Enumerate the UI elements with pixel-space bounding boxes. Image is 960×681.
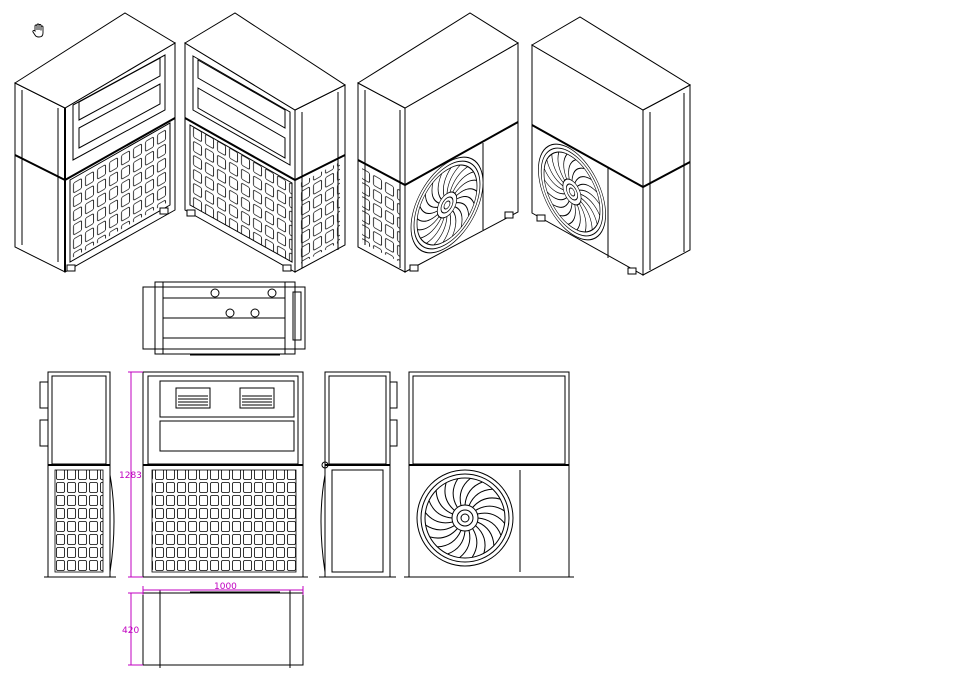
fan-blade bbox=[552, 200, 570, 208]
fan-blade bbox=[477, 521, 495, 546]
fan-blade bbox=[546, 159, 563, 187]
fan-blade bbox=[580, 193, 600, 216]
fan-blade bbox=[544, 168, 564, 191]
fan-blade bbox=[579, 189, 600, 205]
side-view-right bbox=[319, 371, 398, 578]
fan-blade bbox=[417, 213, 438, 222]
fan-blade bbox=[544, 179, 565, 195]
fan-blade bbox=[425, 524, 455, 531]
fan-blade bbox=[559, 203, 573, 217]
fan-blade bbox=[449, 166, 468, 193]
bottom-view bbox=[142, 590, 304, 668]
fan-blade bbox=[446, 164, 461, 194]
fan-blade bbox=[425, 512, 453, 524]
iso-view-rear-fan-left bbox=[357, 12, 519, 273]
fan-blade bbox=[579, 203, 587, 233]
fan-blade bbox=[454, 179, 477, 194]
fan-blade bbox=[551, 153, 564, 183]
iso-view-front-right bbox=[184, 12, 347, 273]
fan-blade bbox=[563, 153, 568, 180]
fan-blade bbox=[454, 206, 463, 228]
fan-blade bbox=[581, 197, 598, 225]
fan-blade bbox=[468, 488, 493, 506]
dimension-depth: 420 bbox=[122, 592, 143, 666]
fan-blade bbox=[456, 188, 477, 197]
fan-blade bbox=[447, 530, 466, 555]
fan-blade bbox=[452, 478, 459, 508]
fan-blade bbox=[428, 500, 453, 519]
iso-view-rear-fan-right bbox=[531, 16, 692, 276]
top-view bbox=[142, 281, 306, 356]
fan-blade bbox=[419, 206, 438, 215]
fan-blade bbox=[437, 530, 462, 548]
fan-blade bbox=[477, 512, 505, 524]
fan-blade bbox=[424, 193, 438, 208]
fan-blade bbox=[426, 217, 445, 244]
fan-blade bbox=[442, 167, 452, 197]
fan-blade bbox=[444, 482, 455, 511]
fan-blade bbox=[472, 497, 501, 508]
fan-blade bbox=[452, 171, 474, 193]
fan-blade bbox=[571, 167, 585, 181]
fan-blade bbox=[557, 151, 565, 181]
fan-blade bbox=[547, 191, 567, 201]
fan-blade bbox=[420, 217, 442, 239]
fan-blade bbox=[417, 216, 440, 231]
fan-blade bbox=[456, 202, 470, 217]
front-view bbox=[138, 371, 308, 578]
fan-blade bbox=[475, 505, 505, 512]
fan-blade bbox=[477, 517, 502, 536]
fan-blade bbox=[475, 525, 486, 554]
fan-blade bbox=[568, 159, 576, 180]
hand-cursor-icon bbox=[32, 23, 44, 38]
fan-blade bbox=[471, 528, 478, 558]
fan-blade bbox=[464, 481, 483, 506]
fan-blade bbox=[459, 478, 471, 506]
fan-blade bbox=[577, 183, 597, 193]
side-view-left bbox=[39, 371, 116, 578]
height-dimension-label: 1283 bbox=[119, 471, 142, 481]
dimension-height: 1283 bbox=[119, 371, 143, 578]
depth-dimension-label: 420 bbox=[122, 626, 139, 636]
fan-blade bbox=[452, 210, 457, 237]
iso-view-front-left bbox=[13, 12, 176, 273]
fan-blade bbox=[576, 204, 581, 231]
width-dimension-label: 1000 bbox=[214, 582, 237, 592]
fan-blade bbox=[442, 213, 452, 243]
fan-blade bbox=[580, 201, 593, 231]
fan-blade bbox=[429, 528, 458, 539]
fan-blade bbox=[456, 195, 475, 204]
fan-blade bbox=[459, 530, 471, 558]
fan-blade bbox=[574, 176, 592, 184]
fan-blade bbox=[433, 216, 448, 246]
fan-blade bbox=[431, 182, 440, 204]
fan-blade bbox=[568, 204, 576, 225]
fan-blade bbox=[437, 173, 442, 200]
rear-view bbox=[404, 371, 574, 578]
fan-blade bbox=[435, 490, 453, 515]
